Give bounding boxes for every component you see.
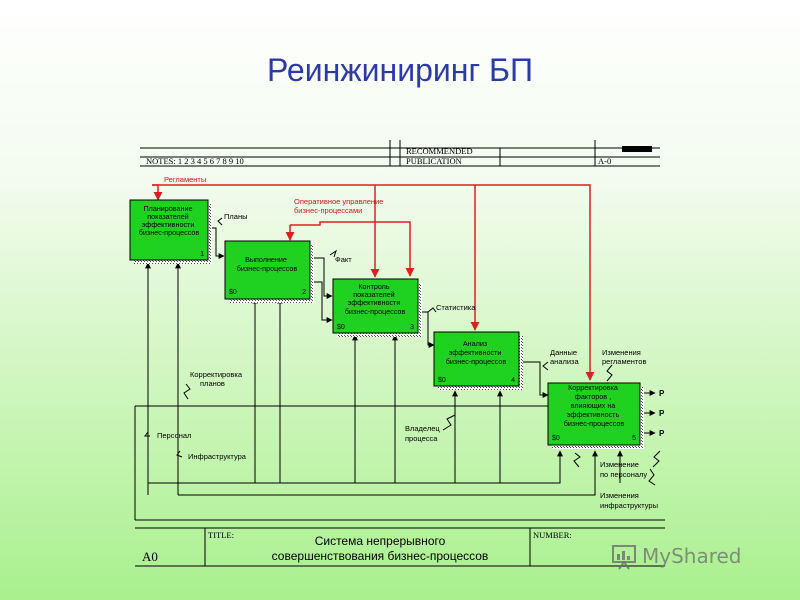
label-infra: Инфраструктура [188,452,247,461]
box-5-num: 5 [632,435,636,442]
frame-title-label: TITLE: [208,530,234,540]
box-3-num: 3 [410,324,414,331]
label-izm-regl-1: Изменения [602,348,641,357]
label-izm-pers-1: Изменение [600,460,639,469]
tunnel-3: P [659,429,665,438]
box-2-text: Выполнение бизнес-процессов [237,255,298,273]
box-4-text: Анализ эффективности бизнес-процессов [446,339,507,366]
label-personal: Персонал [157,431,191,440]
slide-title: Реинжиниринг БП [266,52,533,88]
watermark: MyShared [610,538,742,574]
label-vladelec-1: Владелец [405,424,440,433]
label-operative-1: Оперативное управление [294,197,383,206]
frame-node: A0 [142,549,158,564]
tunnel-2: P [659,409,665,418]
activity-box-4: Анализ эффективности бизнес-процессов $0… [433,331,523,390]
header-black-bar [622,146,652,152]
leader-lines [144,217,661,486]
black-arrows [134,227,665,521]
arrow-operative [290,221,415,277]
frame-publication: PUBLICATION [406,156,462,166]
frame-title-line2: совершенствования бизнес-процессов [272,549,489,563]
frame-recommended: RECOMMENDED [406,146,473,156]
label-izm-pers-2: по персоналу [600,470,647,479]
arrow-reglamenty [152,184,595,381]
output-tunnels: P P P [659,389,665,438]
box-2-num: 2 [302,289,306,296]
activity-box-1: Планирование показателей эффективности б… [129,199,212,264]
frame-number-label: NUMBER: [533,530,572,540]
frame-header [140,140,660,167]
red-arrows [152,184,595,381]
activity-box-2: Выполнение бизнес-процессов $0 2 [224,240,314,303]
activity-box-3: Контроль показателей эффективности бизне… [332,278,422,337]
label-izm-infra-2: инфраструктуры [600,501,658,510]
box-3-text: Контроль показателей эффективности бизне… [345,282,406,316]
box-1-text: Планирование показателей эффективности б… [139,204,200,237]
label-operative-2: бизнес-процессами [294,206,362,215]
frame-footer [135,527,665,567]
watermark-text: MyShared [642,544,742,568]
frame-title-line1: Система непрерывного [315,534,446,548]
box-2-cost: $0 [229,289,237,296]
activity-box-5: Корректировка факторов , влияющих на эфф… [547,382,644,449]
label-vladelec-2: процесса [405,434,438,443]
arrow-label-group: Регламенты Оперативное управление бизнес… [157,175,658,510]
label-korr-1: Корректировка [190,370,243,379]
label-reglamenty: Регламенты [164,175,206,184]
box-5-cost: $0 [552,435,560,442]
label-dannye-2: анализа [550,357,579,366]
label-korr-2: планов [200,379,225,388]
box-5-text: Корректировка факторов , влияющих на эфф… [564,383,625,428]
box-4-num: 4 [511,377,515,384]
label-fakt: Факт [335,255,352,264]
presentation-icon [612,545,636,570]
box-3-cost: $0 [337,324,345,331]
label-dannye-1: Данные [550,348,577,357]
box-4-cost: $0 [438,377,446,384]
label-plany: Планы [224,212,247,221]
box-1-num: 1 [200,251,204,258]
tunnel-1: P [659,389,665,398]
label-izm-infra-1: Изменения [600,491,639,500]
label-izm-regl-2: регламентов [602,357,646,366]
label-statistika: Статистика [436,303,476,312]
frame-notes: NOTES: 1 2 3 4 5 6 7 8 9 10 [146,156,244,166]
frame-page-ref: A-0 [598,156,611,166]
